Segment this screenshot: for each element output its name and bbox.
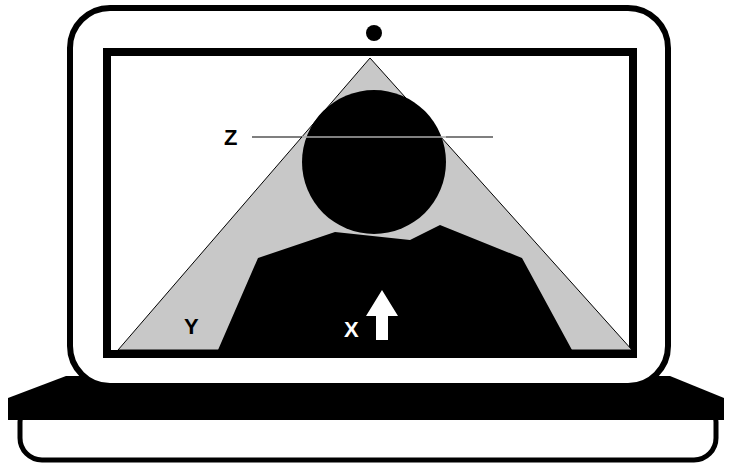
webcam-dot [366,25,382,41]
callout-letter: Z [224,126,237,150]
up-arrow [366,290,398,340]
z-line [252,136,493,137]
screen [107,52,633,354]
field-of-view [118,58,632,350]
z-line-on-head [302,136,446,137]
laptop-lid [70,8,668,386]
callout-letter: X [344,318,359,342]
person-head [302,90,446,234]
callout-letter: Y [184,315,199,339]
person-body [218,225,572,350]
